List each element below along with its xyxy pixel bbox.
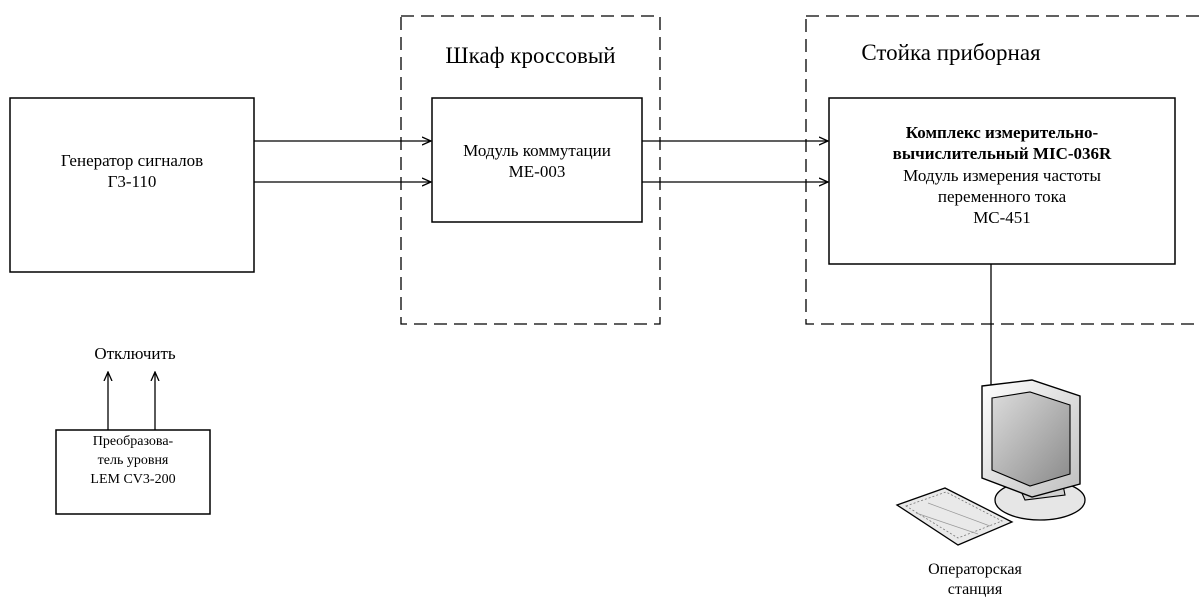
complex-line3: Модуль измерения частоты bbox=[903, 165, 1101, 185]
generator-line2: Г3-110 bbox=[107, 172, 157, 192]
complex-bold-line2: вычислительный MIC-036R bbox=[892, 144, 1112, 164]
complex-line4: переменного тока bbox=[937, 186, 1067, 206]
rack-frame bbox=[805, 15, 1201, 325]
switch-module-label: Модуль коммутации МЕ-003 bbox=[426, 140, 648, 183]
switch-module-line2: МЕ-003 bbox=[508, 162, 566, 182]
generator-box bbox=[9, 97, 255, 273]
cabinet-frame bbox=[400, 15, 661, 325]
operator-computer-icon bbox=[895, 379, 1086, 546]
switch-module-line1: Модуль коммутации bbox=[463, 141, 611, 160]
disconnect-label: Отключить bbox=[94, 344, 176, 363]
complex-label: Комплекс измерительно- вычислительный MI… bbox=[829, 122, 1175, 228]
converter-line1: Преобразова- bbox=[92, 434, 174, 449]
cabinet-title: Шкаф кроссовый bbox=[445, 43, 616, 68]
complex-box bbox=[828, 97, 1176, 265]
complex-bold-line1: Комплекс измерительно- bbox=[905, 123, 1099, 142]
rack-title: Стойка приборная bbox=[861, 40, 1041, 65]
operator-station-label: Операторская станция bbox=[880, 560, 1070, 600]
generator-label: Генератор сигналов Г3-110 bbox=[10, 150, 254, 193]
converter-line3: LEM CV3-200 bbox=[90, 471, 176, 487]
operator-station-line1: Операторская bbox=[928, 561, 1022, 578]
complex-line5: МС-451 bbox=[973, 208, 1031, 227]
switch-module-box bbox=[431, 97, 643, 223]
converter-box bbox=[55, 429, 211, 515]
generator-line1: Генератор сигналов bbox=[60, 151, 204, 170]
converter-label: Преобразова- тель уровня LEM CV3-200 bbox=[56, 433, 210, 490]
converter-line2: тель уровня bbox=[97, 452, 169, 468]
operator-station-line2: станция bbox=[947, 581, 1003, 598]
